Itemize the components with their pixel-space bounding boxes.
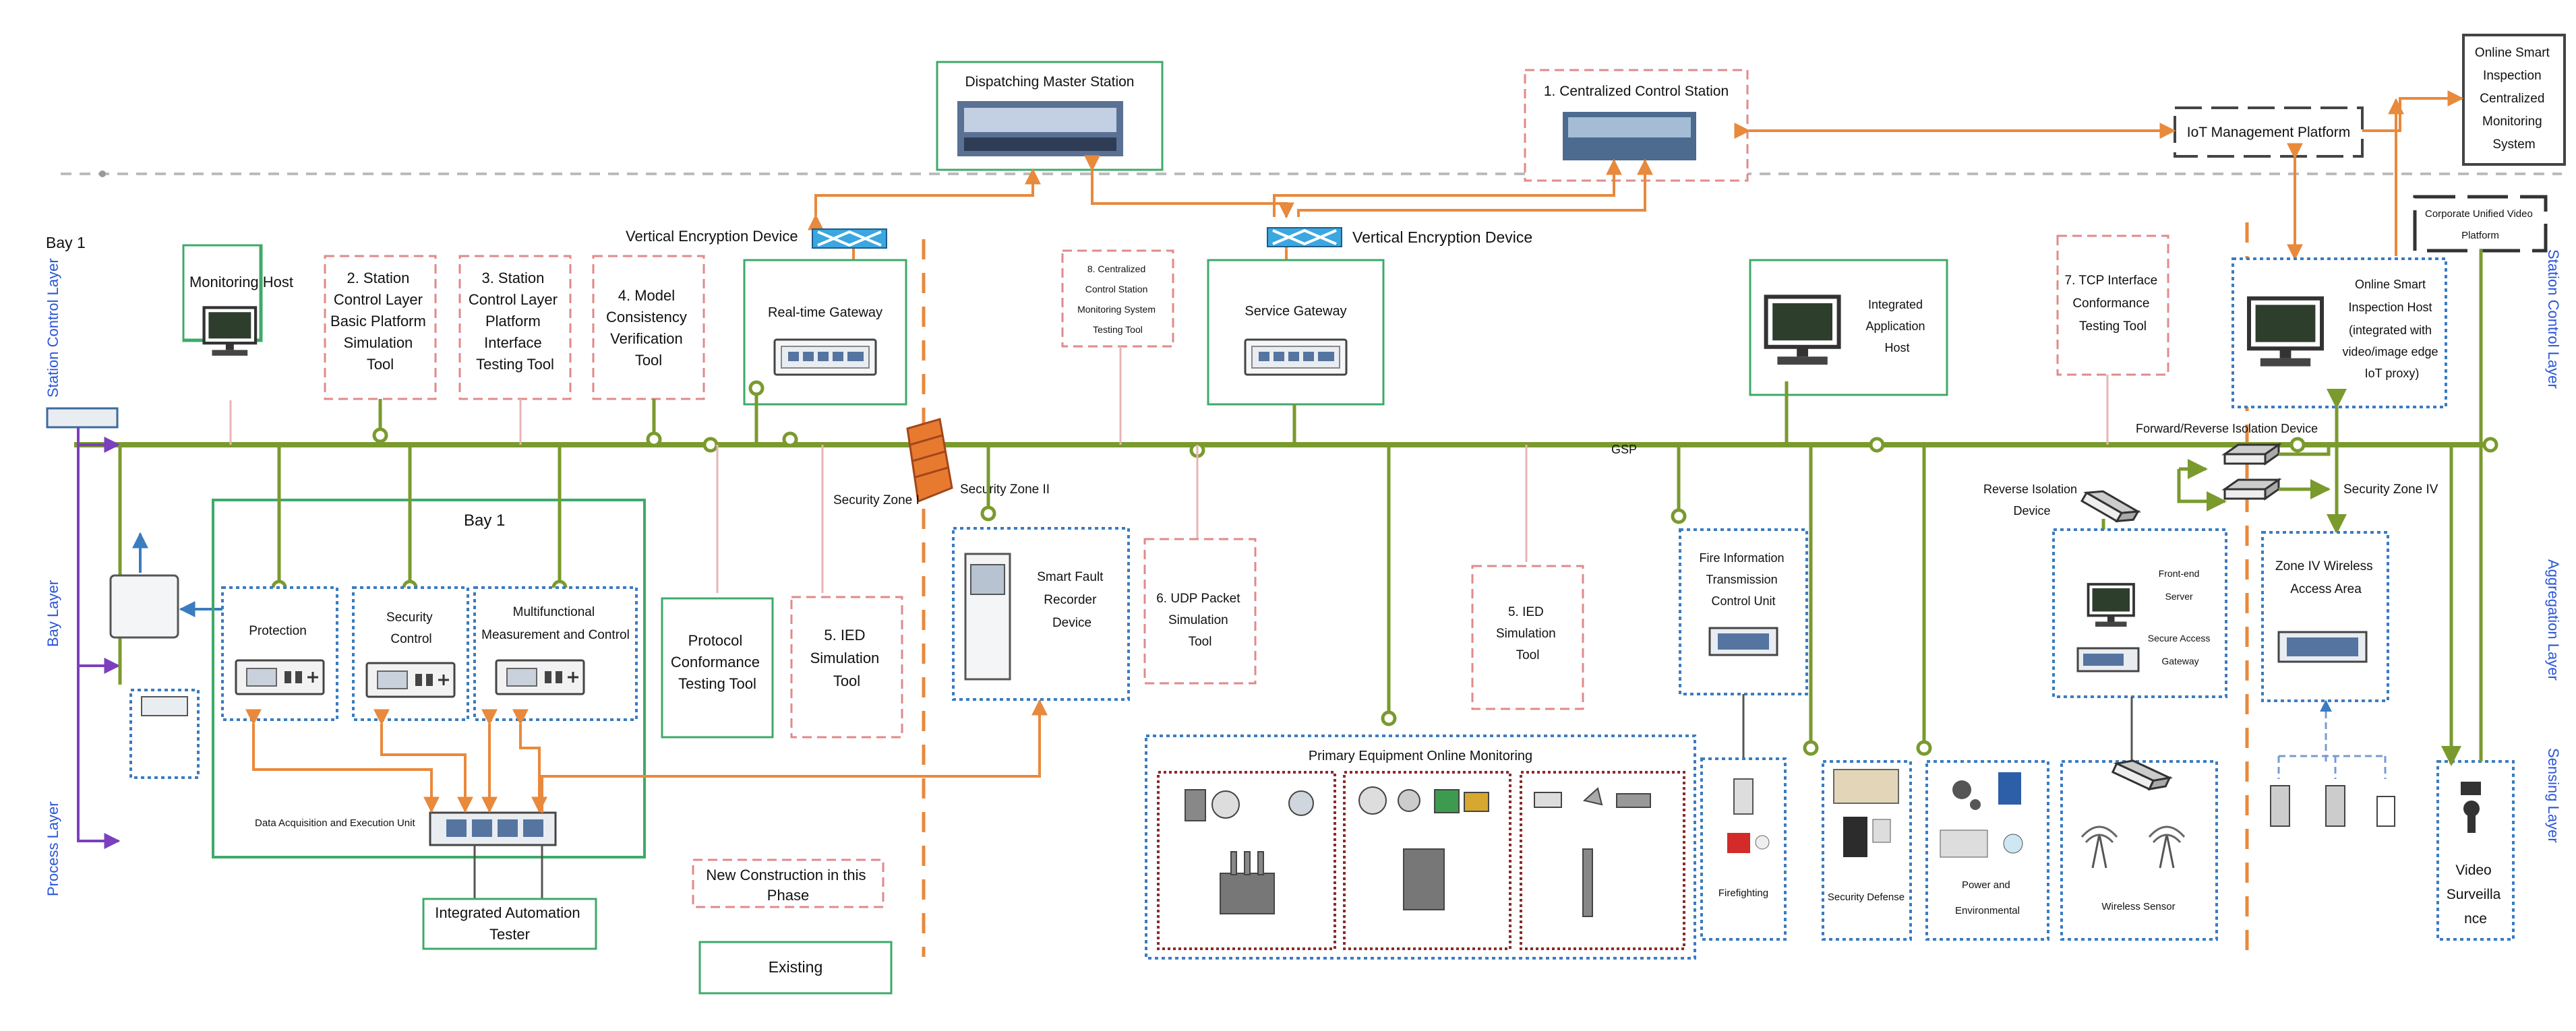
vertical-encryption-label-2: Vertical Encryption Device — [1352, 228, 1532, 246]
udp-packet-tool — [1143, 538, 1257, 685]
station-switch — [46, 407, 119, 429]
wireless-sensor-area — [2060, 760, 2218, 941]
svg-text:6. UDP Packet Simulation: 6. UDP Packet Simulation Tool — [1156, 592, 1244, 649]
firewall-icon — [906, 418, 953, 503]
centralized-control-station — [1524, 69, 1749, 182]
svg-text:Firefighting: Firefighting — [1718, 887, 1768, 899]
security-zone-4-label: Security Zone IV — [2343, 482, 2438, 497]
svg-text:Protection: Protection — [249, 624, 307, 638]
security-zone-1-label: Security Zone I — [833, 493, 920, 507]
tool2-box — [324, 255, 437, 400]
legend-existing — [698, 941, 893, 995]
layer-aggregation: Aggregation Layer — [2545, 559, 2562, 681]
security-control-device — [352, 586, 469, 721]
bay-label: Bay 1 — [46, 234, 86, 251]
tool3-box — [458, 255, 572, 400]
svg-text:7. TCP Interface Conforman: 7. TCP Interface Conformance Testing Too… — [2065, 274, 2161, 334]
svg-text:Integrated Application: Integrated Application Host — [1865, 298, 1928, 354]
layer-station-control-left: Station Control Layer — [44, 258, 61, 398]
layer-bay: Bay Layer — [44, 580, 61, 647]
svg-text:4. Model Consistency V: 4. Model Consistency Verification Tool — [606, 287, 691, 369]
iot-management-platform — [2174, 106, 2364, 158]
integrated-automation-tester — [422, 898, 597, 950]
svg-text:Fire Information Transmiss: Fire Information Transmission Control Un… — [1699, 551, 1787, 608]
tool7-box — [2056, 235, 2169, 376]
svg-text:Protocol Conformance T: Protocol Conformance Testing Tool — [671, 632, 764, 692]
svg-text:5. IED Simulation Tool: 5. IED Simulation Tool — [810, 627, 884, 689]
vertical-encryption-label-1: Vertical Encryption Device — [626, 228, 798, 245]
svg-text:2. Station Control Layer: 2. Station Control Layer Basic Platform … — [330, 270, 430, 373]
svg-text:Dispatching Master Station: Dispatching Master Station — [965, 74, 1135, 90]
ied-simulation-tool-b — [1471, 565, 1584, 710]
svg-text:Service Gateway: Service Gateway — [1245, 304, 1346, 319]
bay1-box — [212, 499, 646, 858]
service-gateway — [1207, 259, 1385, 406]
svg-text:3. Station Control Layer: 3. Station Control Layer Platform Interf… — [469, 270, 562, 373]
tool8-box — [1061, 249, 1174, 348]
svg-text:5. IED Simulation Tool: 5. IED Simulation Tool — [1496, 605, 1559, 662]
svg-text:Real-time Gateway: Real-time Gateway — [768, 305, 882, 320]
svg-text:Integrated Automation Test: Integrated Automation Tester — [435, 904, 584, 943]
layer-sensing: Sensing Layer — [2545, 748, 2562, 843]
daq-unit-label: Data Acquisition and Execution Unit — [255, 817, 415, 829]
svg-text:1. Centralized Control Station: 1. Centralized Control Station — [1544, 84, 1729, 99]
legend-new-construction — [692, 858, 885, 908]
svg-text:Zone IV Wireless Access Ar: Zone IV Wireless Access Area — [2275, 559, 2376, 596]
layer-process: Process Layer — [44, 801, 61, 896]
svg-text:Monitoring Host: Monitoring Host — [189, 274, 293, 290]
svg-text:Bay 1: Bay 1 — [464, 511, 505, 530]
video-surveillance-area — [2436, 760, 2515, 941]
svg-text:Existing: Existing — [769, 958, 823, 976]
svg-text:Power and Environmental: Power and Environmental — [1955, 879, 2020, 916]
svg-text:Front-end Server Secur: Front-end Server Secure Access Gateway — [2148, 568, 2213, 666]
forward-reverse-isolation-label: Forward/Reverse Isolation Device — [2136, 422, 2318, 435]
svg-text:Video Surveilla nce: Video Surveilla nce — [2447, 863, 2505, 927]
fire-information-unit — [1679, 528, 1808, 695]
svg-text:New Construction in this P: New Construction in this Phase — [706, 867, 870, 904]
svg-text:Smart Fault Recorder D: Smart Fault Recorder Device — [1037, 570, 1106, 630]
protocol-conformance-tool — [661, 597, 774, 739]
svg-text:Corporate Unified Video Pl: Corporate Unified Video Platform — [2425, 208, 2536, 241]
layer-station-control-right: Station Control Layer — [2545, 249, 2562, 389]
protection-device — [221, 586, 338, 721]
ied-simulation-tool-a — [790, 596, 903, 739]
realtime-gateway — [743, 259, 907, 406]
svg-text:Security Defense: Security Defense — [1828, 892, 1905, 903]
svg-text:Multifunctional Measuremen: Multifunctional Measurement and Control — [481, 605, 630, 642]
tool4-box — [592, 255, 705, 400]
svg-text:Online Smart Inspection Ho: Online Smart Inspection Host (integrated… — [2342, 278, 2441, 380]
svg-text:Primary Equipment Online Monit: Primary Equipment Online Monitoring — [1309, 749, 1532, 763]
svg-text:Online Smart Inspection: Online Smart Inspection Centralized Moni… — [2475, 46, 2553, 152]
multifunctional-device — [473, 586, 638, 721]
svg-text:IoT Management Platform: IoT Management Platform — [2187, 125, 2350, 140]
zone4-wireless-area — [2261, 531, 2389, 702]
svg-text:8. Centralized Control Sta: 8. Centralized Control Station Monitorin… — [1077, 263, 1158, 335]
svg-text:Security Control: Security Control — [386, 611, 436, 646]
merging-unit-left — [109, 574, 179, 639]
svg-text:Wireless Sensor: Wireless Sensor — [2101, 901, 2175, 912]
security-zone-2-label: Security Zone II — [960, 482, 1050, 497]
gsp-label: GSP — [1611, 443, 1637, 456]
reverse-isolation-label: Reverse Isolation Device — [1983, 482, 2080, 518]
corporate-video-platform — [2413, 195, 2548, 253]
